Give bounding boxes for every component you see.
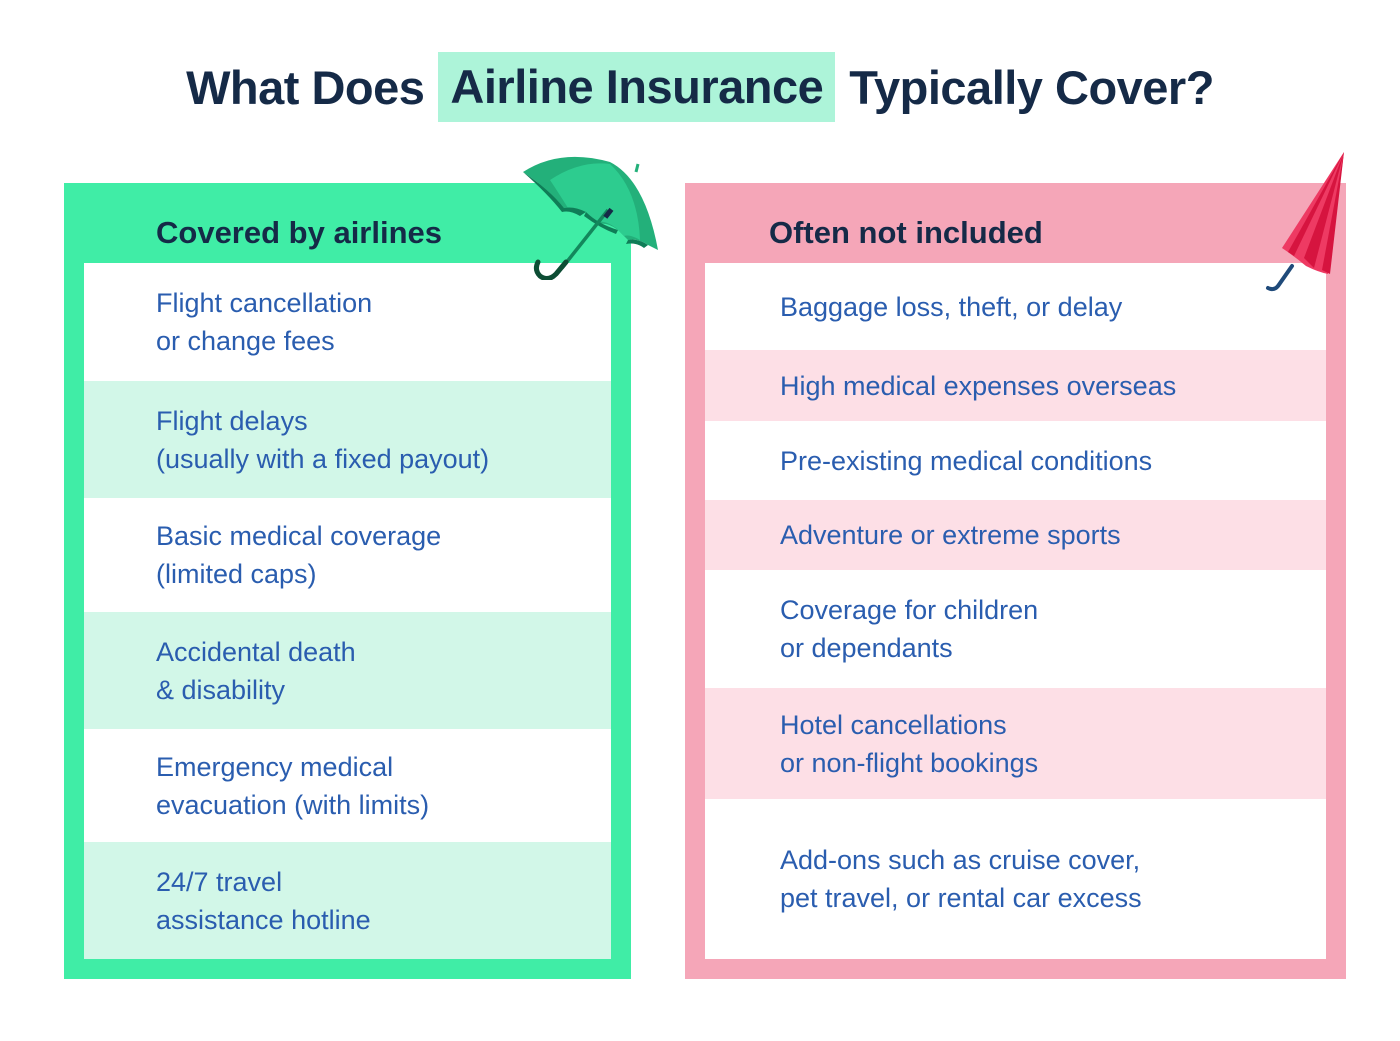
title-highlight: Airline Insurance (438, 52, 836, 122)
item-text: Adventure or extreme sports (780, 520, 1121, 550)
title-suffix: Typically Cover? (849, 60, 1214, 114)
not-included-heading: Often not included (769, 215, 1043, 250)
item-text: Coverage for children or dependants (780, 595, 1039, 663)
covered-panel: Covered by airlines Flight cancellation … (64, 183, 631, 979)
title-prefix: What Does (186, 60, 425, 114)
covered-heading: Covered by airlines (156, 215, 443, 250)
item-text: 24/7 travel assistance hotline (156, 866, 371, 935)
not-included-panel: Often not included Baggage loss, theft, … (685, 183, 1346, 979)
list-item: Add-ons such as cruise cover, pet travel… (705, 799, 1326, 959)
list-item: Pre-existing medical conditions (705, 421, 1326, 500)
item-text: Hotel cancellations or non-flight bookin… (780, 709, 1039, 778)
item-text: Baggage loss, theft, or delay (780, 291, 1123, 322)
list-item: Emergency medical evacuation (with limit… (84, 729, 611, 842)
list-item: High medical expenses overseas (705, 350, 1326, 421)
list-item: Flight delays (usually with a fixed payo… (84, 381, 611, 498)
page-title: What Does Airline Insurance Typically Co… (0, 52, 1400, 122)
list-item: Flight cancellation or change fees (84, 263, 611, 381)
list-item: Hotel cancellations or non-flight bookin… (705, 688, 1326, 799)
covered-list: Flight cancellation or change fees Fligh… (84, 263, 611, 959)
open-umbrella-icon (523, 156, 658, 280)
item-text: Pre-existing medical conditions (780, 445, 1153, 476)
list-item: Basic medical coverage (limited caps) (84, 498, 611, 612)
item-text: Accidental death & disability (156, 636, 356, 705)
not-included-list: Baggage loss, theft, or delay High medic… (705, 263, 1326, 959)
item-text: High medical expenses overseas (780, 370, 1177, 401)
item-text: Emergency medical evacuation (with limit… (156, 751, 430, 820)
item-text: Flight delays (usually with a fixed payo… (156, 405, 490, 474)
list-item: 24/7 travel assistance hotline (84, 842, 611, 959)
item-text: Basic medical coverage (limited caps) (156, 521, 442, 589)
item-text: Flight cancellation or change fees (156, 288, 373, 356)
closed-umbrella-icon (1266, 152, 1344, 292)
list-item: Coverage for children or dependants (705, 570, 1326, 688)
item-text: Add-ons such as cruise cover, pet travel… (780, 845, 1142, 913)
list-item: Baggage loss, theft, or delay (705, 263, 1326, 350)
list-item: Adventure or extreme sports (705, 500, 1326, 570)
list-item: Accidental death & disability (84, 612, 611, 729)
